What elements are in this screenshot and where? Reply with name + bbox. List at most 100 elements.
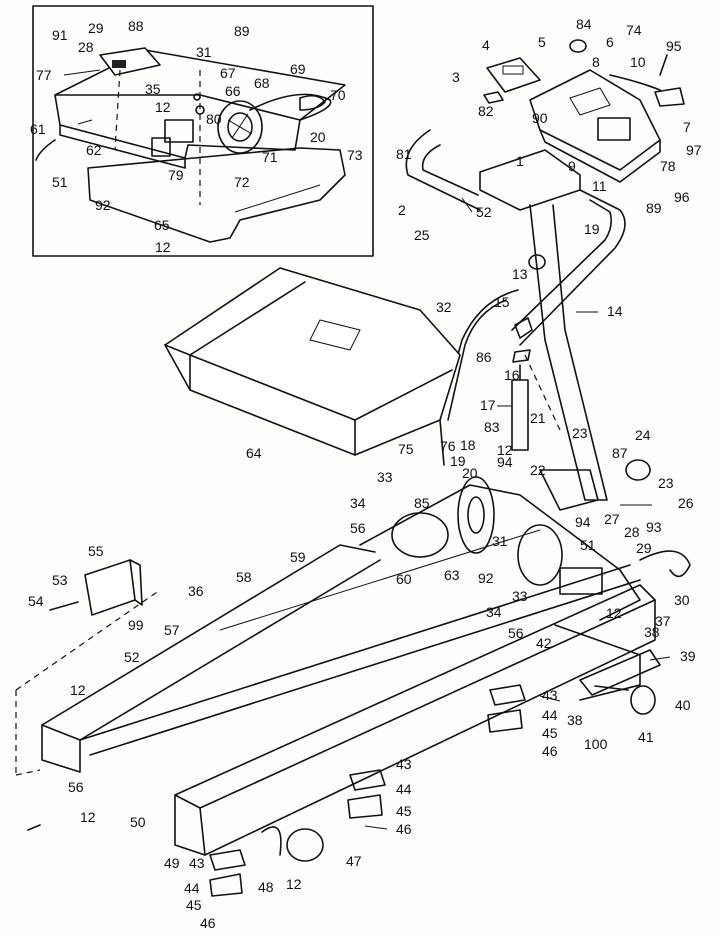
callout-25: 25 bbox=[414, 227, 430, 243]
callout-12-b: 12 bbox=[606, 605, 622, 621]
callout-64: 64 bbox=[246, 445, 262, 461]
callout-30: 30 bbox=[674, 592, 690, 608]
callout-45-c: 45 bbox=[186, 897, 202, 913]
callout-19-b: 19 bbox=[450, 453, 466, 469]
callout-21: 21 bbox=[530, 410, 546, 426]
callout-66: 66 bbox=[225, 83, 241, 99]
callout-52-b: 52 bbox=[124, 649, 140, 665]
callout-82: 82 bbox=[478, 103, 494, 119]
callout-44-c: 44 bbox=[184, 880, 200, 896]
callout-57: 57 bbox=[164, 622, 180, 638]
callout-100: 100 bbox=[584, 736, 608, 752]
callout-84: 84 bbox=[576, 16, 592, 32]
callout-12-d: 12 bbox=[80, 809, 96, 825]
callout-37: 37 bbox=[655, 613, 671, 629]
callout-34: 34 bbox=[350, 495, 366, 511]
motor-detail-inset bbox=[32, 5, 374, 257]
callout-53: 53 bbox=[52, 572, 68, 588]
callout-9: 9 bbox=[568, 158, 576, 174]
callout-40: 40 bbox=[675, 697, 691, 713]
callout-67: 67 bbox=[220, 65, 236, 81]
callout-80: 80 bbox=[206, 111, 222, 127]
callout-46-c: 46 bbox=[200, 915, 216, 931]
callout-35: 35 bbox=[145, 81, 161, 97]
callout-28: 28 bbox=[624, 524, 640, 540]
callout-75: 75 bbox=[398, 441, 414, 457]
callout-76: 76 bbox=[440, 438, 456, 454]
callout-19: 19 bbox=[584, 221, 600, 237]
callout-74: 74 bbox=[626, 22, 642, 38]
callout-63: 63 bbox=[444, 567, 460, 583]
callout-43-c: 43 bbox=[189, 855, 205, 871]
callout-31-inset: 31 bbox=[196, 44, 212, 60]
callout-27: 27 bbox=[604, 511, 620, 527]
callout-51: 51 bbox=[580, 537, 596, 553]
callout-38: 38 bbox=[644, 624, 660, 640]
callout-45: 45 bbox=[542, 725, 558, 741]
callout-94-b: 94 bbox=[575, 514, 591, 530]
callout-23-b: 23 bbox=[658, 475, 674, 491]
callout-41: 41 bbox=[638, 729, 654, 745]
callout-81: 81 bbox=[396, 146, 412, 162]
callout-73: 73 bbox=[347, 147, 363, 163]
callout-55: 55 bbox=[88, 543, 104, 559]
callout-15: 15 bbox=[494, 294, 510, 310]
callout-4: 4 bbox=[482, 37, 490, 53]
callout-83: 83 bbox=[484, 419, 500, 435]
callout-43-b: 43 bbox=[396, 756, 412, 772]
callout-34-b: 34 bbox=[486, 604, 502, 620]
callout-94: 94 bbox=[497, 454, 513, 470]
callout-56-b: 56 bbox=[508, 625, 524, 641]
callout-58: 58 bbox=[236, 569, 252, 585]
callout-59: 59 bbox=[290, 549, 306, 565]
callout-56: 56 bbox=[350, 520, 366, 536]
callout-79: 79 bbox=[168, 167, 184, 183]
callout-7: 7 bbox=[683, 119, 691, 135]
callout-44: 44 bbox=[542, 707, 558, 723]
callout-46-b: 46 bbox=[396, 821, 412, 837]
callout-87: 87 bbox=[612, 445, 628, 461]
callout-29: 29 bbox=[636, 540, 652, 556]
callout-1: 1 bbox=[516, 153, 524, 169]
callout-95: 95 bbox=[666, 38, 682, 54]
callout-28-inset: 28 bbox=[78, 39, 94, 55]
callout-14: 14 bbox=[607, 303, 623, 319]
callout-33: 33 bbox=[377, 469, 393, 485]
callout-93: 93 bbox=[646, 519, 662, 535]
callout-32: 32 bbox=[436, 299, 452, 315]
callout-8: 8 bbox=[592, 54, 600, 70]
callout-3: 3 bbox=[452, 69, 460, 85]
callout-33-b: 33 bbox=[512, 588, 528, 604]
callout-68: 68 bbox=[254, 75, 270, 91]
callout-69: 69 bbox=[290, 61, 306, 77]
callout-91: 91 bbox=[52, 27, 68, 43]
callout-47: 47 bbox=[346, 853, 362, 869]
callout-50: 50 bbox=[130, 814, 146, 830]
callout-18: 18 bbox=[460, 437, 476, 453]
callout-54: 54 bbox=[28, 593, 44, 609]
callout-96: 96 bbox=[674, 189, 690, 205]
callout-45-b: 45 bbox=[396, 803, 412, 819]
callout-31: 31 bbox=[492, 533, 508, 549]
callout-6: 6 bbox=[606, 34, 614, 50]
callout-62: 62 bbox=[86, 142, 102, 158]
callout-99: 99 bbox=[128, 617, 144, 633]
callout-labels: 1 2 3 4 5 6 7 8 9 10 11 12 12 12 12 12 1… bbox=[28, 16, 702, 931]
callout-72: 72 bbox=[234, 174, 250, 190]
callout-20: 20 bbox=[462, 465, 478, 481]
callout-24: 24 bbox=[635, 427, 651, 443]
callout-92-inset: 92 bbox=[95, 197, 111, 213]
callout-29-inset: 29 bbox=[88, 20, 104, 36]
callout-20-inset: 20 bbox=[310, 129, 326, 145]
console-assembly bbox=[405, 39, 685, 511]
callout-43: 43 bbox=[542, 687, 558, 703]
callout-2: 2 bbox=[398, 202, 406, 218]
leader-lines bbox=[63, 69, 671, 830]
callout-86: 86 bbox=[476, 349, 492, 365]
callout-11: 11 bbox=[592, 178, 607, 194]
callout-17: 17 bbox=[480, 397, 496, 413]
callout-60: 60 bbox=[396, 571, 412, 587]
callout-48: 48 bbox=[258, 879, 274, 895]
callout-26: 26 bbox=[678, 495, 694, 511]
